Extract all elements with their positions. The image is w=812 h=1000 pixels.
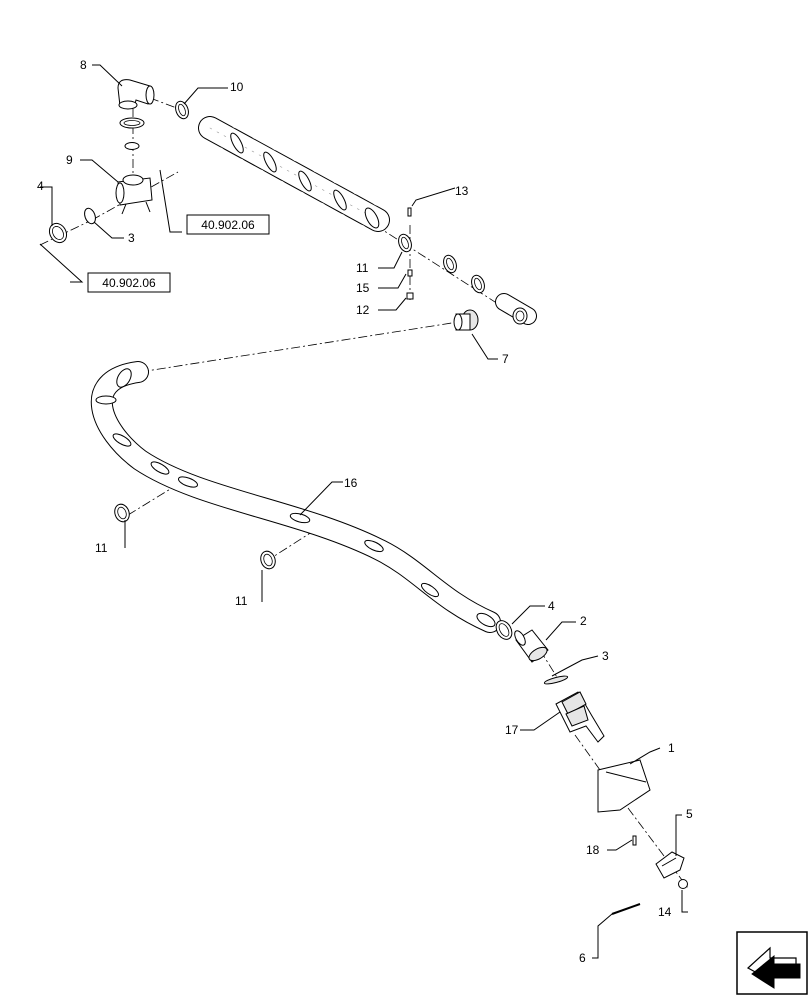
callout-4-lower: 4: [548, 599, 555, 613]
valve-17: [555, 691, 605, 743]
clamp-11-left: [114, 503, 130, 523]
o-ring-3-upper: [84, 207, 96, 225]
callout-5: 5: [686, 807, 693, 821]
clamp-4-upper: [48, 222, 68, 244]
callout-1: 1: [668, 741, 675, 755]
clamps-right-series: [443, 254, 485, 294]
ring-14: [678, 879, 688, 889]
callout-15: 15: [356, 281, 370, 295]
callout-17: 17: [505, 723, 519, 737]
upper-hose: [198, 116, 390, 232]
clamp-ring-upper: [119, 117, 145, 129]
gasket-3-lower: [543, 675, 569, 685]
callout-18: 18: [586, 843, 600, 857]
leader-lines: [39, 64, 688, 959]
adapter-7: [453, 309, 479, 331]
callout-11-left: 11: [95, 541, 108, 555]
callout-6: 6: [579, 951, 586, 965]
callout-10: 10: [230, 80, 244, 94]
callout-14: 14: [658, 905, 672, 919]
callout-8: 8: [80, 58, 87, 72]
clamp-11-middle: [260, 550, 276, 570]
clamp-4-lower: [495, 620, 513, 640]
reference-label-lower: 40.902.06: [102, 276, 156, 290]
clamp-10: [175, 100, 189, 120]
clip-5: [655, 851, 685, 879]
callout-7: 7: [502, 352, 509, 366]
callout-12: 12: [356, 303, 370, 317]
callout-9: 9: [66, 153, 73, 167]
reference-box-lower[interactable]: 40.902.06: [87, 272, 171, 293]
nut-12: [406, 292, 414, 300]
callout-13: 13: [455, 184, 469, 198]
clamp-11-top: [398, 233, 412, 253]
adapter-2: [514, 629, 549, 663]
callout-11-middle: 11: [235, 594, 248, 608]
reference-label-upper: 40.902.06: [201, 218, 255, 232]
bolt-13: [407, 207, 412, 217]
reference-box-upper[interactable]: 40.902.06: [186, 214, 270, 235]
tee-fitting-9: [115, 174, 153, 215]
bracket-1: [597, 759, 651, 813]
main-hose: [90, 361, 501, 633]
callout-3-upper: 3: [128, 231, 135, 245]
callout-16: 16: [344, 476, 358, 490]
callout-labels: 8 10 9 4 3 13 11 15 12 7 16 11 11 4 2 3 …: [37, 58, 693, 965]
washer-15: [407, 269, 413, 277]
pin-6: [611, 903, 641, 915]
short-hose-right: [495, 293, 537, 325]
page-turn-arrow-icon[interactable]: [736, 931, 808, 995]
bolt-18: [632, 835, 637, 846]
callout-4-upper: 4: [37, 179, 44, 193]
o-ring-upper: [124, 142, 140, 150]
elbow-fitting-8: [117, 79, 155, 110]
callout-2: 2: [580, 614, 587, 628]
callout-3-lower: 3: [602, 649, 609, 663]
callout-11-top: 11: [356, 261, 369, 275]
